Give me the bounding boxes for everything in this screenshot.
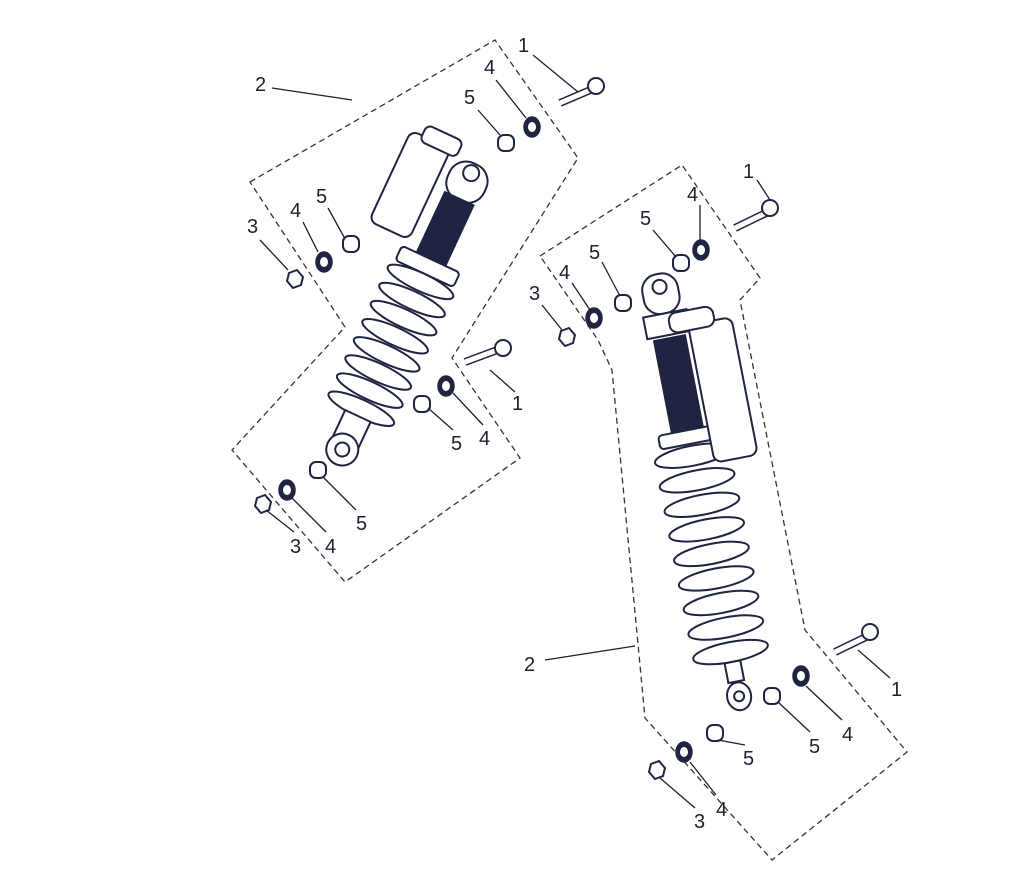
left-assembly-labels: 2 1 4 5 5 4 3 1 4 5 5 4 3 <box>247 35 529 558</box>
callout-label: 5 <box>451 433 462 455</box>
callout-label: 2 <box>524 654 535 676</box>
bushing <box>309 134 781 742</box>
callout-label: 3 <box>529 283 540 305</box>
callout-label: 5 <box>589 242 600 264</box>
callout-label: 5 <box>464 87 475 109</box>
callout-label: 1 <box>512 393 523 415</box>
callout-label: 4 <box>716 799 727 821</box>
left-assembly-outline <box>231 39 579 583</box>
bolt <box>463 339 512 366</box>
right-reservoir <box>667 305 758 463</box>
right-shock-absorber <box>641 272 769 712</box>
left-reservoir <box>370 125 463 238</box>
bolt <box>833 623 879 656</box>
washer <box>278 116 810 763</box>
callout-label: 4 <box>559 262 570 284</box>
callout-label: 4 <box>479 428 490 450</box>
right-assembly-outline <box>539 164 908 861</box>
callout-label: 3 <box>694 811 705 833</box>
callout-label: 4 <box>687 184 698 206</box>
right-assembly-labels: 1 4 5 5 4 3 2 1 4 5 5 4 3 <box>524 161 902 833</box>
nut <box>253 268 667 781</box>
callout-label: 1 <box>743 161 754 183</box>
callout-label: 2 <box>255 74 266 96</box>
callout-label: 4 <box>842 724 853 746</box>
bolt <box>733 199 779 232</box>
callout-label: 5 <box>356 513 367 535</box>
left-shock-absorber <box>325 160 489 467</box>
bolt <box>558 77 605 107</box>
callout-label: 4 <box>325 536 336 558</box>
callout-label: 3 <box>290 536 301 558</box>
callout-label: 5 <box>743 748 754 770</box>
callout-label: 4 <box>290 200 301 222</box>
callout-label: 3 <box>247 216 258 238</box>
callout-label: 1 <box>891 679 902 701</box>
leader-lines <box>259 54 891 809</box>
callout-label: 1 <box>518 35 529 57</box>
callout-label: 5 <box>809 736 820 758</box>
callout-label: 4 <box>484 57 495 79</box>
callout-label: 5 <box>640 208 651 230</box>
callout-label: 5 <box>316 186 327 208</box>
